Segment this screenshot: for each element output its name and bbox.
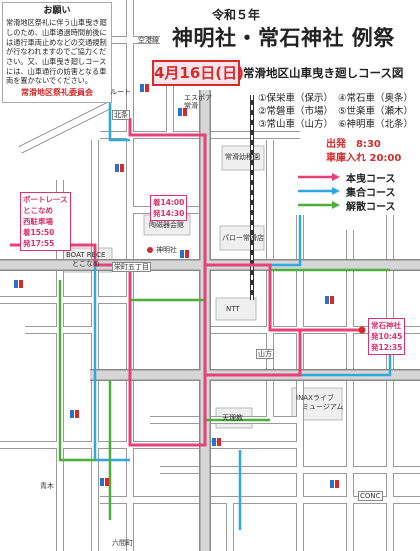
stop-text: ボートレース (23, 195, 68, 204)
aoki-label: 青木 (40, 482, 54, 490)
rokkenmachi-label: 六間町 (112, 539, 133, 547)
legend-arrow (298, 173, 340, 181)
restroom-icon (140, 84, 149, 92)
palo-block (219, 225, 265, 251)
era-label: 令和５年 (212, 6, 261, 23)
hojo-label: 北条 (112, 110, 130, 121)
boat-race-label: BOAT RECE (66, 251, 106, 259)
legend-label: 解散コース (346, 202, 396, 213)
route-label: ルート (110, 88, 131, 96)
car-item: ⑥神明車（北条） (338, 116, 414, 130)
departure-time: 出発 8:30 (326, 139, 381, 150)
stop-time: 発17:55 (23, 239, 55, 248)
garage-time: 車庫入れ 20:00 (326, 153, 402, 164)
notice-box: お願い 常滑地区祭礼に伴う山車曳き廻しのため、山車通過時間前後には通行車両止めな… (2, 2, 112, 103)
car-item: ⑤世楽車（瀬木） (338, 103, 414, 117)
tokoishi-shrine-marker (358, 326, 366, 334)
disperse-route (58, 268, 390, 520)
legend-arrow (298, 201, 340, 209)
stop-time: 発10:45 (371, 332, 403, 341)
kindergarten-block (221, 145, 265, 171)
ceramics-hall-label: 陶磁器会館 (149, 221, 184, 229)
palo-label: パロー常滑店 (222, 234, 264, 242)
restroom-icon (70, 410, 79, 418)
stop-time: 発12:35 (371, 343, 403, 352)
airport-line-label: 空港線 (138, 36, 159, 44)
conc-label: CONC (358, 491, 383, 502)
main-route (10, 118, 362, 447)
sakaemachi-label: 栄町五丁目 (112, 262, 151, 273)
legend-arrow (298, 187, 340, 195)
stop-text: とこなめ (23, 206, 53, 215)
yamakata-label: 山方 (256, 349, 274, 360)
boat-race-label-2: とこなめ (72, 260, 100, 268)
restroom-icon (178, 108, 187, 116)
restroom-icon (115, 164, 124, 172)
restroom-icon (325, 296, 334, 304)
car-item: ④常石車（奥条） (338, 90, 414, 104)
restroom-icon (330, 480, 339, 488)
notice-signature: 常滑地区祭礼委員会 (21, 88, 93, 98)
tokoishi-stop-box: 常石神社 発10:45 発12:35 (368, 318, 406, 355)
shinmeisha-label: 神明社 (156, 246, 177, 254)
legend-arrowhead (332, 187, 340, 195)
legend-item-gather: 集合コース (296, 184, 414, 199)
page-title: 神明社・常石神社 例祭 (170, 22, 397, 52)
date-badge: 4月16日(日) (152, 60, 244, 86)
stop-text: 常石神社 (371, 321, 401, 330)
legend-label: 集合コース (346, 188, 396, 199)
ntt-block (215, 297, 257, 321)
restroom-icon (212, 438, 221, 446)
shinmeisha-marker (147, 247, 153, 253)
legend-label: 本曳コース (346, 174, 396, 185)
kindergarten-label: 常滑幼稚園 (225, 153, 260, 161)
restroom-icon (14, 280, 23, 288)
legend-item-main: 本曳コース (296, 170, 414, 185)
restroom-icon (180, 250, 189, 258)
restroom-icon (100, 478, 109, 486)
notice-heading: お願い (43, 6, 71, 16)
stop-text: 西駐車場 (23, 217, 53, 226)
ntt-label: NTT (226, 305, 240, 313)
map-subtitle: 常滑地区山車曳き廻しコース図 (243, 65, 404, 81)
car-item: ③常山車（山方） (258, 116, 334, 130)
legend-item-disperse: 解散コース (296, 198, 414, 213)
honbiki-stop-box: 着14:00 発14:30 (150, 195, 188, 221)
notice-body: 常滑地区祭礼に伴う山車曳き廻しのため、山車通過時間前後には通行車両止めなどの交通… (6, 18, 107, 86)
espoir-label: エスポア常滑 (184, 94, 212, 111)
inax-label-2: ミュージアム (302, 403, 344, 411)
stop-time: 着14:00 (153, 198, 185, 207)
car-item: ①保栄車（保示） (258, 90, 334, 104)
stop-time: 着15:50 (23, 228, 55, 237)
parking-stop-box: ボートレース とこなめ 西駐車場 着15:50 発17:55 (20, 192, 71, 251)
tenrikyo-label: 天理教 (222, 414, 243, 422)
legend-arrowhead (332, 173, 340, 181)
inax-label: INAXライブ (296, 394, 334, 402)
legend-arrowhead (332, 201, 340, 209)
stop-time: 発14:30 (153, 209, 185, 218)
car-item: ②常磐車（市場） (258, 103, 334, 117)
